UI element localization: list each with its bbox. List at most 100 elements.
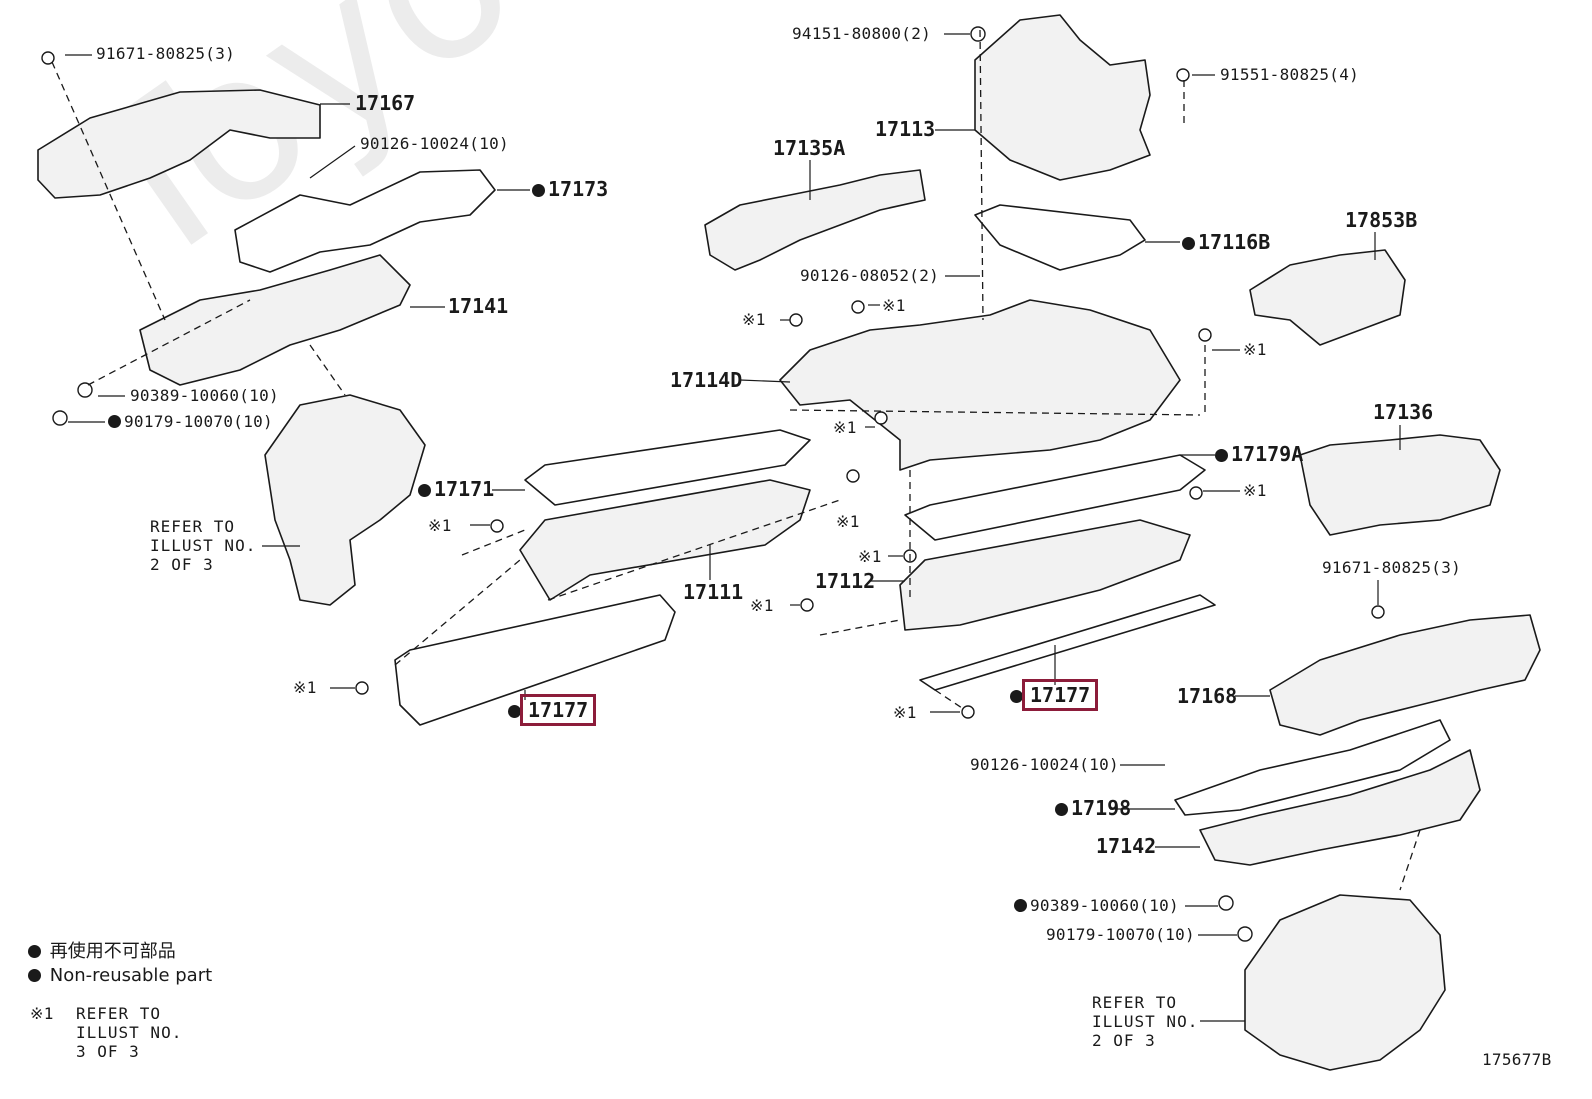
label-17171: 17171 bbox=[418, 479, 494, 499]
non-reusable-dot bbox=[532, 184, 545, 197]
turbocharger-right bbox=[1244, 894, 1446, 1071]
intake-plenum-17114D bbox=[779, 299, 1181, 471]
gasket-17116B bbox=[974, 204, 1146, 271]
diagram-id: 175677B bbox=[1482, 1050, 1552, 1069]
bracket-17135A bbox=[704, 169, 926, 271]
gasket-17198 bbox=[1174, 719, 1451, 816]
label-17177-left[interactable]: 17177 bbox=[508, 694, 597, 726]
throttle-body-17113 bbox=[974, 14, 1151, 181]
heat-shield-17167 bbox=[37, 89, 321, 199]
nut-90179-left bbox=[52, 410, 68, 426]
bolt-x1-d bbox=[874, 411, 888, 425]
heat-shield-17853B bbox=[1249, 249, 1406, 346]
turbocharger-left bbox=[264, 394, 426, 606]
label-17135A: 17135A bbox=[773, 136, 846, 160]
non-reusable-dot bbox=[108, 415, 121, 428]
nut-x1-k bbox=[961, 705, 975, 719]
non-reusable-dot bbox=[418, 484, 431, 497]
nut-94151 bbox=[970, 26, 986, 42]
nut-90179-right bbox=[1237, 926, 1253, 942]
label-x1-b: ※1 bbox=[293, 678, 317, 697]
label-17173: 17173 bbox=[532, 179, 608, 199]
legend-note-text: REFER TO ILLUST NO. 3 OF 3 bbox=[76, 1004, 183, 1061]
legend-note-mark: ※1 bbox=[30, 1004, 54, 1023]
non-reusable-dot bbox=[1014, 899, 1027, 912]
intake-manifold-17111 bbox=[519, 479, 811, 601]
bolt-x1-g bbox=[1189, 486, 1203, 500]
gasket-17177-right bbox=[919, 594, 1216, 691]
legend-english: Non-reusable part bbox=[28, 964, 212, 988]
highlight-17177-right[interactable]: 17177 bbox=[1021, 679, 1099, 711]
bolt-x1-c bbox=[1198, 328, 1212, 342]
bolt-x1-e bbox=[846, 469, 860, 483]
nut-90389-right bbox=[1218, 895, 1234, 911]
label-17136: 17136 bbox=[1373, 400, 1434, 424]
highlight-17177-left[interactable]: 17177 bbox=[519, 694, 597, 726]
bolt-91671-left bbox=[41, 51, 55, 65]
label-94151-80800: 94151-80800(2) bbox=[792, 24, 932, 43]
non-reusable-dot bbox=[1182, 237, 1195, 250]
heat-shield-17168 bbox=[1269, 614, 1541, 736]
exhaust-manifold-17141 bbox=[139, 254, 411, 386]
label-91671-80825-right: 91671-80825(3) bbox=[1322, 558, 1462, 577]
label-x1-d: ※1 bbox=[882, 296, 906, 315]
label-91551-80825: 91551-80825(4) bbox=[1220, 65, 1360, 84]
nut-x1-j bbox=[355, 681, 369, 695]
label-17142: 17142 bbox=[1096, 834, 1157, 858]
refer-note-right: REFER TO ILLUST NO. 2 OF 3 bbox=[1092, 993, 1199, 1050]
bolt-91551 bbox=[1176, 68, 1190, 82]
label-90389-10060-right: 90389-10060(10) bbox=[1014, 896, 1179, 916]
label-x1-j: ※1 bbox=[750, 596, 774, 615]
bolt-91671-right bbox=[1371, 605, 1385, 619]
nut-90389-left bbox=[77, 382, 93, 398]
label-17141: 17141 bbox=[448, 294, 509, 318]
label-x1-c: ※1 bbox=[742, 310, 766, 329]
non-reusable-dot bbox=[28, 945, 41, 958]
refer-note-left: REFER TO ILLUST NO. 2 OF 3 bbox=[150, 517, 257, 574]
non-reusable-dot bbox=[508, 705, 521, 718]
nut-x1-b bbox=[851, 300, 865, 314]
label-x1-e: ※1 bbox=[1243, 340, 1267, 359]
label-x1-i: ※1 bbox=[858, 547, 882, 566]
label-90389-10060-top: 90389-10060(10) bbox=[130, 386, 279, 405]
label-17177-right[interactable]: 17177 bbox=[1010, 679, 1099, 711]
non-reusable-dot bbox=[1055, 803, 1068, 816]
bolt-x1-i bbox=[800, 598, 814, 612]
bolt-x1-a bbox=[789, 313, 803, 327]
label-17112: 17112 bbox=[815, 569, 876, 593]
gasket-17179A bbox=[904, 454, 1206, 541]
gasket-17173 bbox=[234, 169, 496, 273]
label-x1-a: ※1 bbox=[428, 516, 452, 535]
label-x1-g: ※1 bbox=[836, 512, 860, 531]
label-90126-08052: 90126-08052(2) bbox=[800, 266, 940, 285]
gasket-17171 bbox=[524, 429, 811, 506]
non-reusable-dot bbox=[28, 969, 41, 982]
label-17853B: 17853B bbox=[1345, 208, 1418, 232]
label-17111: 17111 bbox=[683, 580, 744, 604]
bolt-x1-f bbox=[490, 519, 504, 533]
intake-manifold-17112 bbox=[899, 519, 1191, 631]
label-17179A: 17179A bbox=[1215, 444, 1303, 464]
label-90126-10024-top: 90126-10024(10) bbox=[360, 134, 509, 153]
non-reusable-dot bbox=[1010, 690, 1023, 703]
exhaust-manifold-17142 bbox=[1199, 749, 1481, 866]
legend-japanese: 再使用不可部品 bbox=[28, 940, 176, 964]
label-x1-f: ※1 bbox=[833, 418, 857, 437]
label-90126-10024-right: 90126-10024(10) bbox=[970, 755, 1119, 774]
label-17198: 17198 bbox=[1055, 798, 1131, 818]
label-17116B: 17116B bbox=[1182, 232, 1270, 252]
gasket-17177-left bbox=[394, 594, 676, 726]
label-17167: 17167 bbox=[355, 91, 416, 115]
label-17113: 17113 bbox=[875, 117, 936, 141]
label-x1-k: ※1 bbox=[893, 703, 917, 722]
label-90179-10070-top: 90179-10070(10) bbox=[108, 412, 273, 432]
label-17168: 17168 bbox=[1177, 684, 1238, 708]
label-91671-80825-top: 91671-80825(3) bbox=[96, 44, 236, 63]
non-reusable-dot bbox=[1215, 449, 1228, 462]
label-17114D: 17114D bbox=[670, 368, 743, 392]
heat-shield-17136 bbox=[1299, 434, 1501, 536]
label-90179-10070-right: 90179-10070(10) bbox=[1046, 925, 1195, 944]
label-x1-h: ※1 bbox=[1243, 481, 1267, 500]
